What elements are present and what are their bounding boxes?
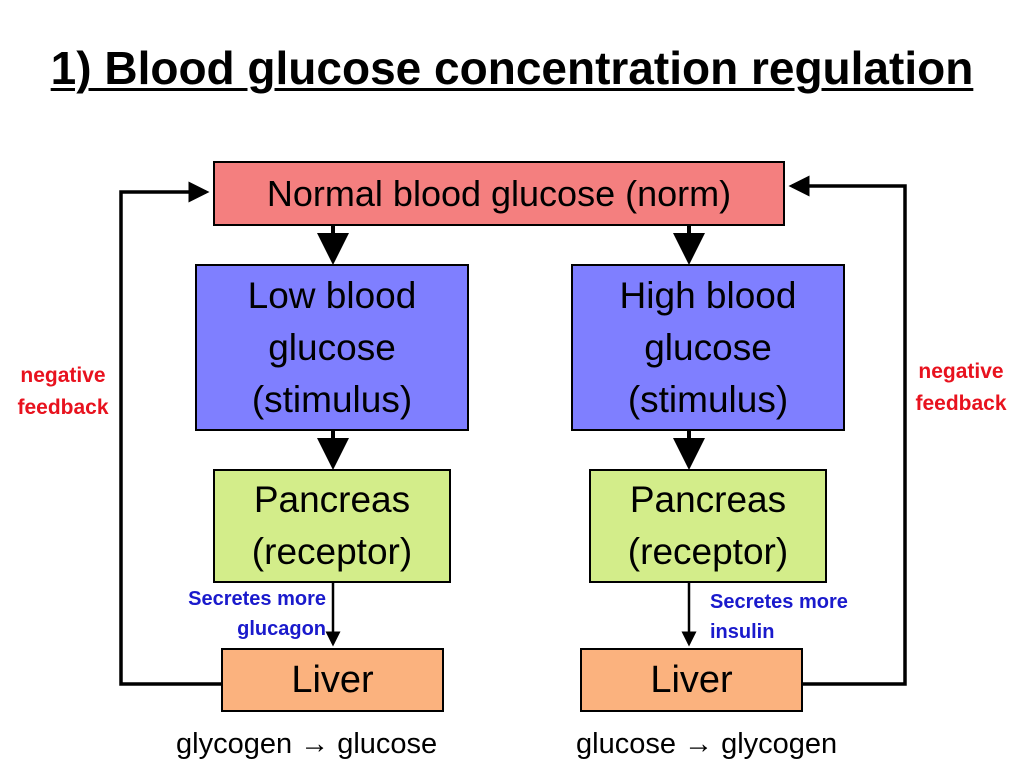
secretes-insulin-label: Secretes more insulin — [710, 587, 910, 647]
secretes-right-line-2: insulin — [710, 621, 775, 643]
negative-feedback-label-left: negative feedback — [0, 360, 126, 424]
secretes-left-line-1: Secretes more — [188, 588, 326, 610]
low-stimulus-line-3: (stimulus) — [251, 378, 413, 420]
feedback-loop-left — [119, 181, 221, 686]
pancreas-receptor-box-left: Pancreas (receptor) — [213, 469, 451, 583]
high-stimulus-line-3: (stimulus) — [627, 378, 789, 420]
low-stimulus-line-2: glucose — [268, 326, 396, 368]
right-receptor-line-1: Pancreas — [629, 479, 787, 520]
left-receptor-line-1: Pancreas — [253, 479, 411, 520]
normal-glucose-box: Normal blood glucose (norm) — [213, 161, 785, 226]
neg-right-line-2: feedback — [915, 392, 1007, 415]
reaction-glucose-to-glycogen: glucose → glycogen — [576, 728, 838, 760]
pancreas-receptor-box-right: Pancreas (receptor) — [589, 469, 827, 583]
liver-box-right: Liver — [580, 648, 803, 712]
secretes-glucagon-label: Secretes more glucagon — [140, 584, 326, 644]
secretes-right-line-1: Secretes more — [710, 591, 848, 613]
page-title: 1) Blood glucose concentration regulatio… — [0, 36, 1024, 100]
normal-glucose-label: Normal blood glucose (norm) — [266, 172, 732, 214]
secretes-left-line-2: glucagon — [237, 618, 326, 640]
left-liver-label: Liver — [291, 659, 374, 701]
neg-left-line-1: negative — [20, 364, 106, 387]
right-receptor-line-2: (receptor) — [627, 531, 789, 572]
negative-feedback-label-right: negative feedback — [898, 356, 1024, 420]
liver-box-left: Liver — [221, 648, 444, 712]
reaction-glycogen-to-glucose: glycogen → glucose — [176, 728, 438, 760]
high-stimulus-line-2: glucose — [644, 326, 772, 368]
left-receptor-line-2: (receptor) — [251, 531, 413, 572]
low-glucose-stimulus-box: Low blood glucose (stimulus) — [195, 264, 469, 431]
page-title-text: 1) Blood glucose concentration regulatio… — [50, 42, 974, 94]
low-stimulus-line-1: Low blood — [247, 274, 417, 316]
neg-left-line-2: feedback — [17, 396, 109, 419]
high-glucose-stimulus-box: High blood glucose (stimulus) — [571, 264, 845, 431]
neg-right-line-1: negative — [918, 360, 1004, 383]
high-stimulus-line-1: High blood — [619, 274, 797, 316]
feedback-loop-right — [788, 175, 907, 686]
right-liver-label: Liver — [650, 659, 733, 701]
